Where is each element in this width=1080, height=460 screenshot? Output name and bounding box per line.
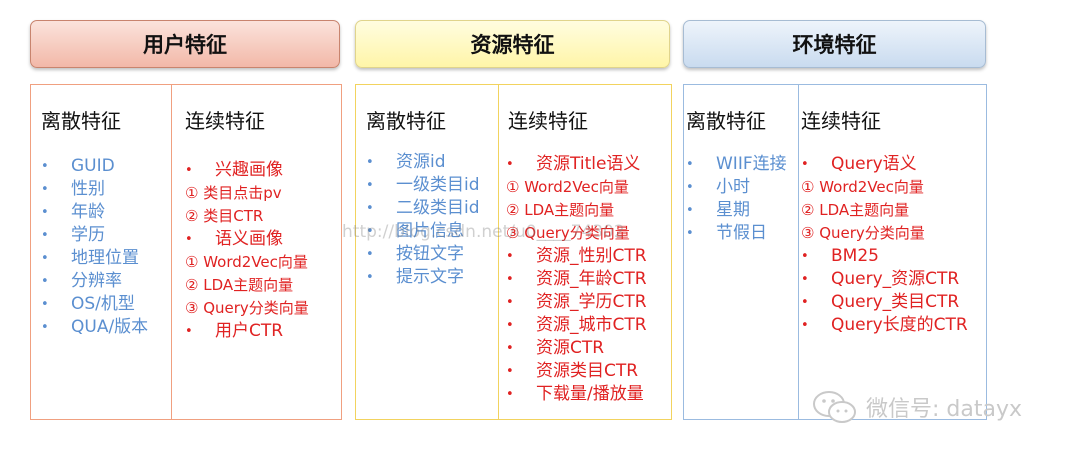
feature-item: 用户CTR [185,320,309,343]
wechat-label: 微信号: datayx [866,397,1022,422]
feature-item: ③ Query分类向量 [506,224,630,242]
wechat-watermark: 微信号: datayx [812,390,1022,424]
discrete-title: 离散特征 [686,109,766,133]
feature-item: Query语义 [801,153,968,176]
feature-item: 下载量/播放量 [506,383,647,406]
column-divider [798,85,799,419]
feature-item: ① Word2Vec向量 [506,178,629,196]
continuous-title: 连续特征 [185,109,265,133]
user-features-box: 离散特征 GUID性别年龄学历地理位置分辨率OS/机型QUA/版本 连续特征 兴… [30,84,342,420]
resource-discrete-list: 资源id一级类目id二级类目id图片信息按钮文字提示文字 [366,151,480,289]
feature-item: 资源id [366,151,480,174]
continuous-title: 连续特征 [801,109,881,133]
environment-features-header: 环境特征 [683,20,986,68]
feature-item: 资源Title语义 [506,153,647,176]
feature-item: 资源_年龄CTR [506,268,647,291]
discrete-title: 离散特征 [41,109,121,133]
feature-item: 学历 [41,224,148,247]
user-continuous-list: 兴趣画像 ① 类目点击pv ② 类目CTR 语义画像 ① Word2Vec向量 ② LDA… [185,159,309,343]
feature-item: 性别 [41,178,148,201]
environment-discrete-list: WIIF连接小时星期节假日 [686,153,787,245]
feature-item: 提示文字 [366,266,480,289]
feature-item: 资源_城市CTR [506,314,647,337]
feature-item: ③ Query分类向量 [185,299,309,317]
feature-item: 星期 [686,199,787,222]
resource-features-box: 离散特征 资源id一级类目id二级类目id图片信息按钮文字提示文字 连续特征 资… [355,84,672,420]
column-divider [498,85,499,419]
continuous-title: 连续特征 [508,109,588,133]
feature-item: 节假日 [686,222,787,245]
feature-item: 分辨率 [41,270,148,293]
feature-item: ② LDA主题向量 [185,276,294,294]
feature-item: 按钮文字 [366,243,480,266]
resource-features-header: 资源特征 [355,20,670,68]
feature-item: ② LDA主题向量 [506,201,615,219]
feature-item: WIIF连接 [686,153,787,176]
feature-item: OS/机型 [41,293,148,316]
feature-item: 资源类目CTR [506,360,647,383]
feature-item: ③ Query分类向量 [801,224,925,242]
feature-item: Query长度的CTR [801,314,968,337]
user-discrete-list: GUID性别年龄学历地理位置分辨率OS/机型QUA/版本 [41,155,148,339]
feature-item: BM25 [801,245,968,268]
feature-item: Query_资源CTR [801,268,968,291]
feature-item: QUA/版本 [41,316,148,339]
feature-item: ① Word2Vec向量 [185,253,308,271]
environment-continuous-list: Query语义 ① Word2Vec向量 ② LDA主题向量 ③ Query分类向量 B… [801,153,968,337]
feature-item: 图片信息 [366,220,480,243]
wechat-icon [813,391,856,423]
column-divider [171,85,172,419]
feature-item: 资源CTR [506,337,647,360]
feature-item: 资源_学历CTR [506,291,647,314]
user-features-header: 用户特征 [30,20,340,68]
feature-item: GUID [41,155,148,178]
feature-item: 地理位置 [41,247,148,270]
feature-item: Query_类目CTR [801,291,968,314]
feature-item: ② 类目CTR [185,207,264,225]
discrete-title: 离散特征 [366,109,446,133]
feature-item: ① Word2Vec向量 [801,178,924,196]
feature-item: ② LDA主题向量 [801,201,910,219]
url-watermark: http://blog.csdn.net/u0____74302 [342,222,625,242]
feature-item: ① 类目点击pv [185,184,282,202]
environment-features-box: 离散特征 WIIF连接小时星期节假日 连续特征 Query语义 ① Word2Ve… [683,84,987,420]
feature-item: 二级类目id [366,197,480,220]
feature-item: 资源_性别CTR [506,245,647,268]
feature-item: 语义画像 [185,228,309,251]
feature-item: 小时 [686,176,787,199]
feature-item: 年龄 [41,201,148,224]
resource-continuous-list: 资源Title语义 ① Word2Vec向量 ② LDA主题向量 ③ Query分类向… [506,153,647,406]
feature-item: 兴趣画像 [185,159,309,182]
feature-item: 一级类目id [366,174,480,197]
